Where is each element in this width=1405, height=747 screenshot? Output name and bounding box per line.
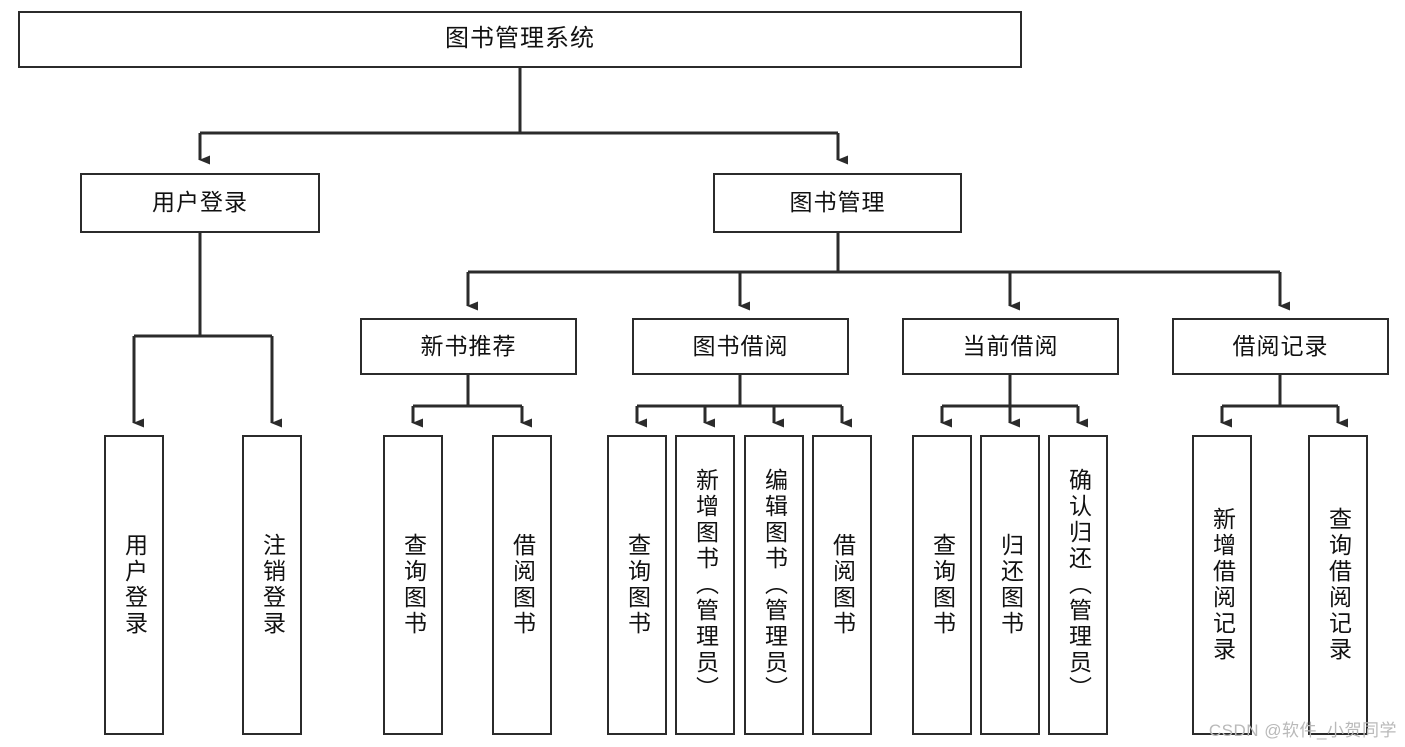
node-label: 查询图书 (929, 533, 956, 637)
node-label: 当前借阅 (962, 332, 1059, 359)
node-label: 图书管理 (789, 189, 886, 216)
node-leaf-edit-book-admin[interactable]: 编辑图书（管理员） (744, 435, 804, 735)
node-label: 用户登录 (121, 533, 148, 637)
node-leaf-confirm-return-admin[interactable]: 确认归还（管理员） (1048, 435, 1108, 735)
node-label: 新增图书（管理员） (692, 468, 719, 702)
node-level3-current-borrow[interactable]: 当前借阅 (902, 318, 1119, 375)
node-label: 借阅图书 (509, 533, 536, 637)
node-level3-new-book-recommend[interactable]: 新书推荐 (360, 318, 577, 375)
node-label: 新书推荐 (420, 332, 517, 359)
node-label: 新增借阅记录 (1209, 507, 1236, 663)
node-leaf-query-book-borrow[interactable]: 查询图书 (607, 435, 667, 735)
node-label: 确认归还（管理员） (1065, 468, 1092, 702)
node-leaf-logout[interactable]: 注销登录 (242, 435, 302, 735)
node-level2-book-management[interactable]: 图书管理 (713, 173, 962, 233)
node-label: 借阅记录 (1232, 332, 1329, 359)
node-leaf-add-book-admin[interactable]: 新增图书（管理员） (675, 435, 735, 735)
node-level2-user-login[interactable]: 用户登录 (80, 173, 320, 233)
node-label: 查询图书 (624, 533, 651, 637)
node-leaf-borrow-book-recommend[interactable]: 借阅图书 (492, 435, 552, 735)
watermark: CSDN @软件_小贺同学 (1208, 721, 1397, 740)
node-label: 图书借阅 (692, 332, 789, 359)
node-leaf-query-borrow-record[interactable]: 查询借阅记录 (1308, 435, 1368, 735)
node-label: 查询图书 (400, 533, 427, 637)
node-leaf-query-book-current[interactable]: 查询图书 (912, 435, 972, 735)
node-leaf-borrow-book[interactable]: 借阅图书 (812, 435, 872, 735)
node-label: 注销登录 (259, 533, 286, 637)
node-root-图书管理系统[interactable]: 图书管理系统 (18, 11, 1022, 68)
node-leaf-return-book[interactable]: 归还图书 (980, 435, 1040, 735)
node-label: 图书管理系统 (445, 25, 595, 53)
node-label: 查询借阅记录 (1325, 507, 1352, 663)
node-label: 借阅图书 (829, 533, 856, 637)
node-leaf-add-borrow-record[interactable]: 新增借阅记录 (1192, 435, 1252, 735)
node-label: 用户登录 (152, 189, 248, 216)
node-leaf-query-book-recommend[interactable]: 查询图书 (383, 435, 443, 735)
node-level3-book-borrow[interactable]: 图书借阅 (632, 318, 849, 375)
node-label: 编辑图书（管理员） (761, 468, 788, 702)
node-label: 归还图书 (997, 533, 1024, 637)
node-leaf-user-login[interactable]: 用户登录 (104, 435, 164, 735)
node-level3-borrow-records[interactable]: 借阅记录 (1172, 318, 1389, 375)
